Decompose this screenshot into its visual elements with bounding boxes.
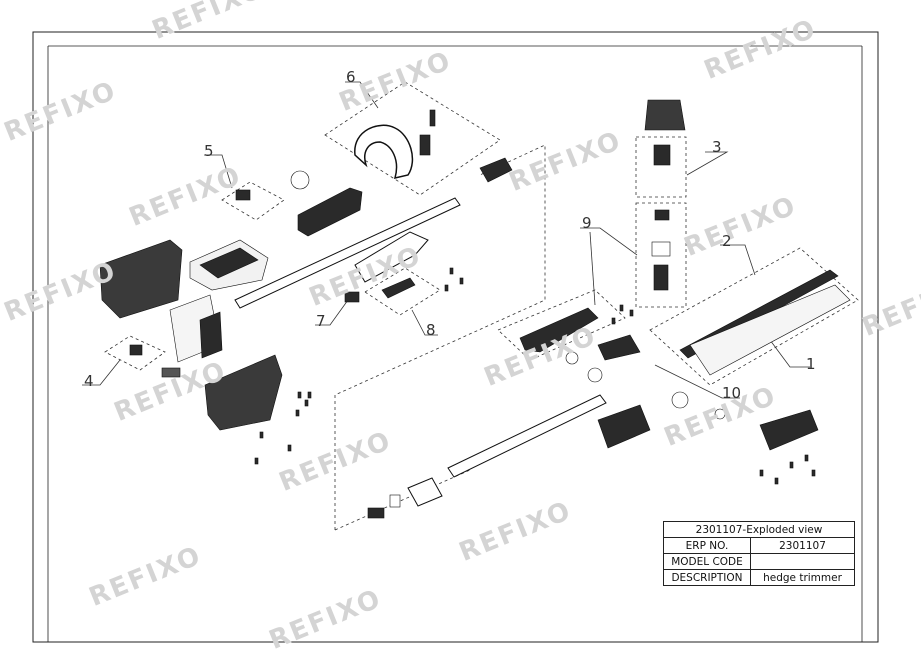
part-5-switch: [235, 189, 251, 201]
gear-cover: [759, 409, 819, 451]
leader-3: [686, 151, 729, 176]
gear-stack-2: [651, 241, 671, 257]
callout-2: 2: [722, 232, 732, 250]
blade-guard: [689, 284, 851, 376]
leader-2: [720, 244, 756, 276]
callout-5: 5: [204, 142, 214, 160]
title-block: 2301107-Exploded view ERP NO. 2301107 MO…: [663, 521, 855, 586]
shaft-nut: [407, 477, 443, 507]
main-dashed-boundary: [334, 144, 546, 530]
title-block-row: DESCRIPTION hedge trimmer: [663, 569, 855, 586]
leader-4: [82, 359, 121, 386]
part-4-latch: [129, 344, 143, 356]
part-8-trigger: [381, 277, 416, 299]
group-boxes: [104, 81, 859, 531]
shaft-end-cap: [367, 507, 385, 519]
battery-lower-housing: [204, 354, 283, 431]
gear-stack-3: [653, 264, 669, 291]
leader-9a: [580, 227, 638, 256]
gear-housing-lower: [597, 404, 651, 449]
leader-6: [345, 81, 379, 109]
callout-3: 3: [712, 138, 722, 156]
leader-8: [411, 309, 438, 336]
motor: [653, 144, 671, 166]
group-box-4: [104, 335, 166, 371]
callout-1: 1: [806, 355, 816, 373]
part-6-clamp: [419, 134, 431, 156]
title-block-row: ERP NO. 2301107: [663, 537, 855, 554]
main-dashed-bottom: [334, 469, 471, 531]
battery-housing-top: [99, 239, 183, 319]
leader-lines: [82, 81, 810, 399]
model-code-label: MODEL CODE: [663, 553, 751, 570]
erp-no-label: ERP NO.: [663, 537, 751, 554]
washer-b: [587, 367, 603, 383]
part-6-bolt: [429, 109, 436, 127]
leader-10: [654, 364, 740, 399]
erp-no-value: 2301107: [750, 537, 855, 554]
lower-shaft: [447, 394, 607, 478]
group-box-3a: [635, 136, 687, 198]
sheet-border: [32, 31, 879, 643]
shaft-ring: [389, 494, 401, 508]
gear-stack-1: [654, 209, 670, 221]
callout-9: 9: [582, 214, 592, 232]
callout-8: 8: [426, 321, 436, 339]
callout-4: 4: [84, 372, 94, 390]
callout-6: 6: [346, 68, 356, 86]
leader-9b: [589, 231, 596, 306]
model-code-value: [750, 553, 855, 570]
part-7-switch: [344, 291, 360, 303]
callout-7: 7: [316, 312, 326, 330]
description-value: hedge trimmer: [750, 569, 855, 586]
leader-5: [204, 154, 233, 189]
leader-1: [769, 339, 810, 368]
description-label: DESCRIPTION: [663, 569, 751, 586]
loop-handle: [354, 124, 414, 180]
gear-housing: [519, 307, 599, 353]
title-block-row: MODEL CODE: [663, 553, 855, 570]
group-box-2: [649, 247, 859, 386]
title-block-heading: 2301107-Exploded view: [663, 521, 855, 538]
washer-a: [565, 351, 579, 365]
upper-shaft: [234, 197, 461, 309]
callout-10: 10: [722, 384, 742, 402]
group-box-8: [364, 267, 441, 316]
washer-c: [671, 391, 689, 409]
lever-part: [597, 334, 641, 361]
washer-d: [714, 408, 726, 420]
screws-right: [611, 304, 816, 485]
screws-left: [254, 267, 464, 465]
motor-cover: [644, 99, 686, 131]
grip-ring: [290, 170, 310, 190]
battery-holder-inner: [199, 247, 259, 279]
front-grip: [354, 231, 429, 283]
group-box-9: [497, 289, 626, 361]
leader-7: [315, 299, 349, 326]
parts: [99, 99, 851, 519]
upper-shaft-coupler: [479, 157, 513, 183]
handle-grip: [297, 187, 363, 237]
part-4-button: [161, 367, 181, 378]
battery-box-dark: [199, 311, 223, 359]
title-block-heading-row: 2301107-Exploded view: [663, 521, 855, 538]
